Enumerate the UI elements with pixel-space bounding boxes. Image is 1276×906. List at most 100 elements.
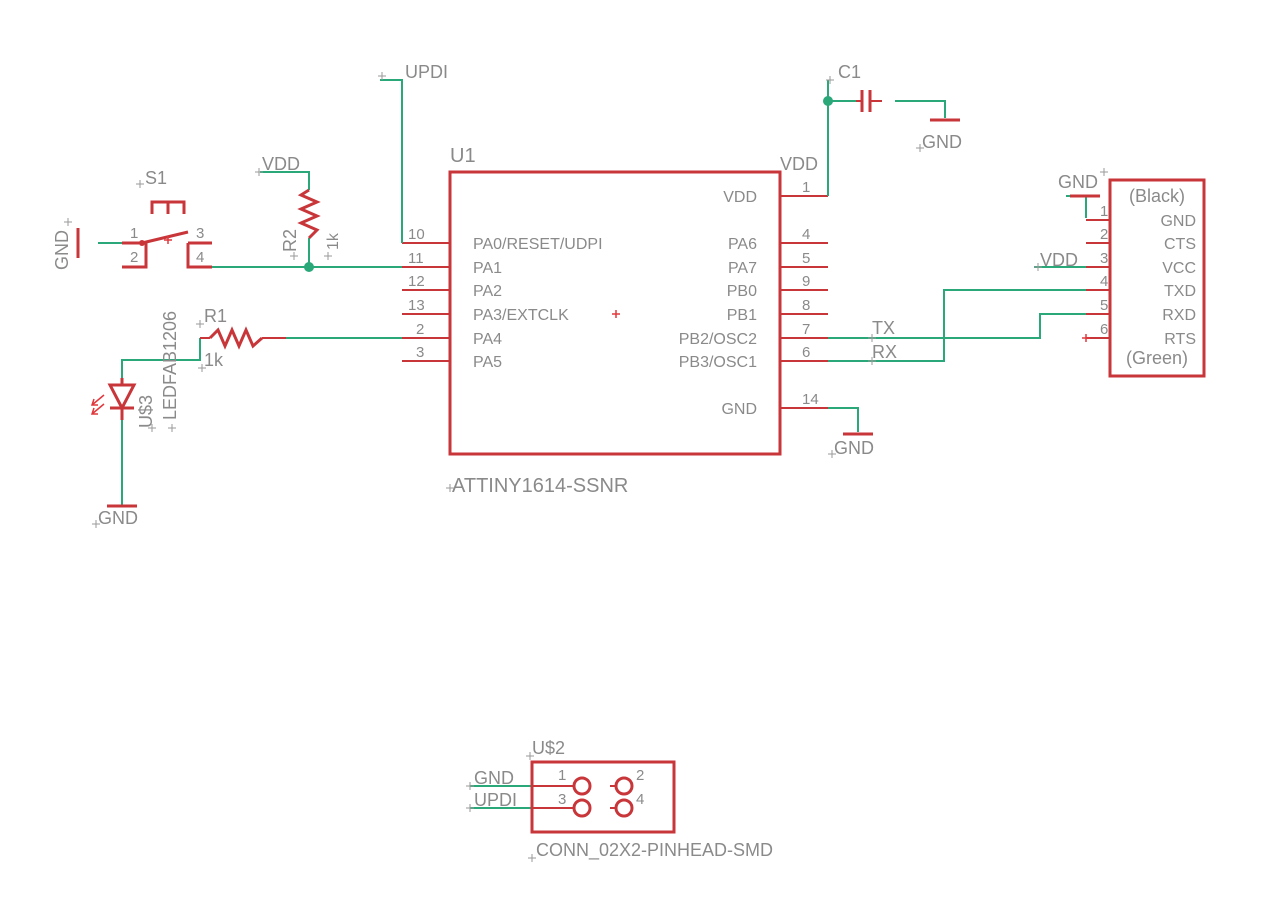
wire-rx (828, 289, 1086, 362)
c1-capacitor[interactable]: C1 (826, 62, 882, 112)
net-label-rx: RX (872, 342, 897, 362)
wire-updi (380, 79, 403, 243)
pin-name: PB2/OSC2 (679, 331, 757, 348)
pin-name: PB3/OSC1 (679, 354, 757, 371)
r1-resistor[interactable]: R1 1k (196, 306, 286, 372)
wire-ftdi-gnd (1066, 195, 1087, 218)
r1-ref: R1 (204, 306, 227, 326)
pin-number: 8 (802, 297, 810, 314)
pin-name: PA7 (728, 260, 757, 277)
junction-dot (823, 96, 833, 106)
pin-number: 2 (130, 249, 138, 266)
pin-name: VDD (723, 189, 757, 206)
pin-number: 10 (408, 226, 425, 243)
svg-text:GND: GND (52, 230, 72, 270)
u3-led[interactable]: U$3 LEDFAB1206 (90, 311, 180, 432)
net-labels: UPDI VDD VDD TX RX VDD (255, 62, 1078, 365)
net-label-vdd: VDD (1040, 250, 1078, 270)
led-arrow-icon (90, 403, 105, 415)
pin-name: PB0 (727, 283, 757, 300)
r1-value: 1k (204, 350, 224, 370)
gnd-symbol-led: GND (92, 504, 138, 528)
net-label-tx: TX (872, 318, 895, 338)
pin-name: GND (1160, 213, 1196, 230)
gnd-symbol-ftdi: GND (1058, 168, 1108, 198)
u1-chip[interactable]: U1 ATTINY1614-SSNR 10 11 12 13 2 3 PA0/R… (402, 145, 828, 497)
pin-number: 3 (196, 225, 204, 242)
r2-value: 1k (325, 232, 342, 250)
u1-right-pins: 1 4 5 9 8 7 6 14 VDD PA6 PA7 PB0 PB1 PB2… (679, 179, 828, 418)
u1-left-pins: 10 11 12 13 2 3 PA0/RESET/UDPI PA1 PA2 P… (402, 226, 603, 371)
pin-number: 9 (802, 273, 810, 290)
u3-ref: U$3 (136, 395, 156, 428)
pin-name: PA0/RESET/UDPI (473, 236, 603, 253)
u3-value: LEDFAB1206 (160, 311, 180, 420)
r2-resistor[interactable]: R2 1k (280, 188, 342, 260)
svg-text:GND: GND (1058, 172, 1098, 192)
pin-number: 13 (408, 297, 425, 314)
net-label-updi: UPDI (474, 790, 517, 810)
net-label-updi: UPDI (405, 62, 448, 82)
pin-name: GND (721, 401, 757, 418)
pin-name: PA3/EXTCLK (473, 307, 569, 324)
u2-value: CONN_02X2-PINHEAD-SMD (536, 840, 773, 861)
pin-number: 2 (416, 321, 424, 338)
u2-ref: U$2 (532, 738, 565, 758)
pin-number: 6 (1100, 321, 1108, 338)
junction-dot (304, 262, 314, 272)
pin-number: 3 (416, 344, 424, 361)
c1-ref: C1 (838, 62, 861, 82)
pin-name: PA4 (473, 331, 502, 348)
s1-switch[interactable]: S1 1 2 3 4 (122, 168, 212, 269)
pin-name: PB1 (727, 307, 757, 324)
pin-number: 1 (802, 179, 810, 196)
r2-ref: R2 (280, 229, 300, 252)
ftdi-top-label: (Black) (1129, 186, 1185, 206)
gnd-symbol-u1: GND (828, 432, 874, 458)
pin-number: 7 (802, 321, 810, 338)
svg-text:GND: GND (98, 508, 138, 528)
net-label-vdd: VDD (780, 154, 818, 174)
pin-number: 14 (802, 391, 819, 408)
pin-number: 11 (408, 250, 424, 267)
pin-number: 1 (558, 767, 566, 784)
gnd-symbol-s1: GND (52, 218, 80, 270)
wire-r1-led (121, 338, 201, 385)
pin-name: VCC (1162, 260, 1196, 277)
wire-c1-gnd (895, 100, 946, 118)
pin-name: PA2 (473, 283, 502, 300)
pin-number: 5 (802, 250, 810, 267)
s1-ref: S1 (145, 168, 167, 188)
wire-tx (828, 313, 1086, 339)
pin-name: PA1 (473, 260, 502, 277)
net-label-gnd: GND (474, 768, 514, 788)
u1-ref: U1 (450, 145, 476, 167)
net-label-vdd: VDD (262, 154, 300, 174)
pin-name: PA5 (473, 354, 502, 371)
ftdi-bottom-label: (Green) (1126, 348, 1188, 368)
pin-number: 6 (802, 344, 810, 361)
pin-number: 3 (1100, 250, 1108, 267)
pin-number: 5 (1100, 297, 1108, 314)
u1-value: ATTINY1614-SSNR (452, 475, 628, 497)
pin-number: 4 (1100, 273, 1108, 290)
pin-number: 1 (1100, 203, 1108, 220)
pin-number: 2 (1100, 226, 1108, 243)
pin-number: 1 (130, 225, 138, 242)
pin-number: 3 (558, 791, 566, 808)
pin-number: 4 (196, 249, 204, 266)
wire-u1-gnd (828, 407, 859, 432)
gnd-symbol-c1: GND (916, 118, 962, 152)
u2-connector[interactable]: U$2 CONN_02X2-PINHEAD-SMD 1 2 3 4 GND UP… (466, 738, 773, 862)
pin-number: 2 (636, 767, 644, 784)
svg-text:GND: GND (922, 132, 962, 152)
pin-number: 12 (408, 273, 425, 290)
svg-text:GND: GND (834, 438, 874, 458)
pin-name: RXD (1162, 307, 1196, 324)
pin-number: 4 (802, 226, 810, 243)
pin-name: TXD (1164, 283, 1196, 300)
ftdi-header[interactable]: (Black) (Green) 1 2 3 4 5 6 GND CTS VCC … (1082, 178, 1206, 378)
wires (98, 79, 1087, 809)
pin-name: CTS (1164, 236, 1196, 253)
